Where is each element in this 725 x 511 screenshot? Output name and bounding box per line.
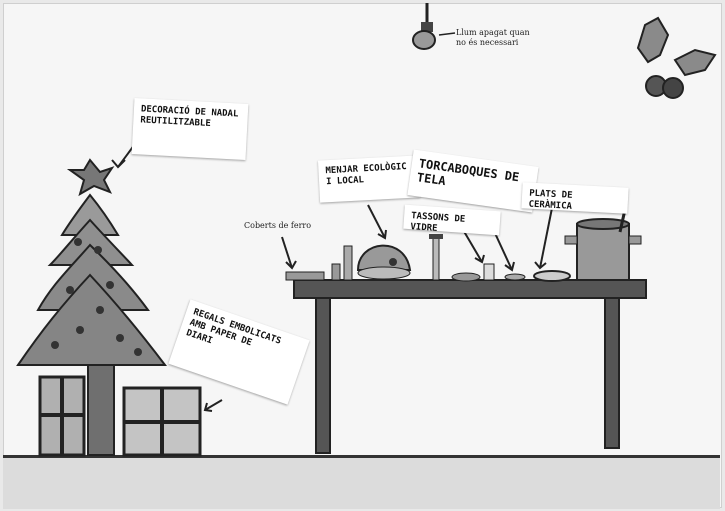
lamp-icon	[413, 3, 455, 49]
plate-icon	[505, 271, 570, 281]
label-ceramic-plates: Plats de ceràmica	[521, 182, 628, 214]
holly-icon	[638, 18, 715, 98]
cutlery-icon	[286, 272, 324, 280]
label-tree-decoration: Decoració de Nadal reutilitzable	[132, 98, 249, 160]
bottle-icon	[332, 246, 352, 280]
food-dish-icon	[358, 246, 410, 279]
gift-left-icon	[40, 377, 84, 455]
label-lamp-off: Llum apagat quan no és necessari	[456, 28, 566, 52]
label-iron-cutlery: Coberts de ferro	[244, 221, 334, 233]
candle-icon	[429, 234, 443, 280]
table-icon	[294, 280, 646, 453]
glass-icon	[452, 264, 494, 281]
pot-icon	[565, 205, 641, 280]
label-local-food: Menjar ecològic i local	[318, 155, 420, 202]
gift-right-icon	[124, 388, 200, 455]
